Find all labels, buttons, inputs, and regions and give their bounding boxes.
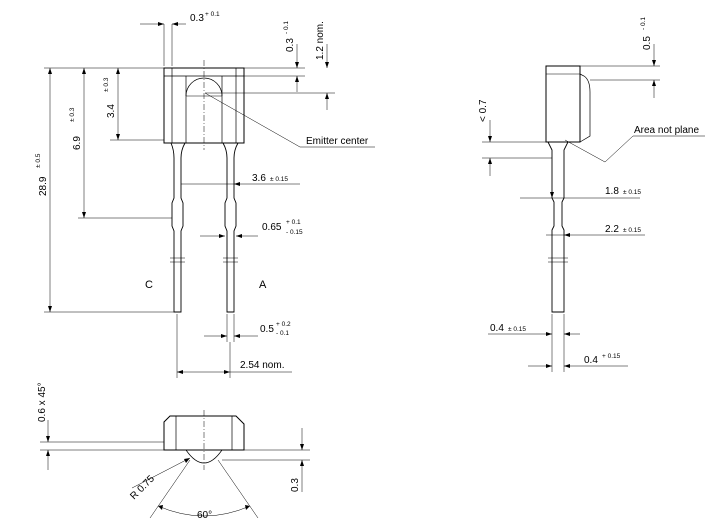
- top-view: 0.6 x 45° 0.3 R 0.75 60°: [37, 382, 310, 521]
- dim-body-height-tol: ± 0.3: [69, 107, 76, 122]
- side-view: 0.5 - 0.1 < 0.7 Area not plane 1.8 ± 0.1…: [478, 17, 705, 372]
- side-body: [545, 65, 581, 143]
- dim-step: < 0.7: [478, 99, 489, 122]
- dim-lead-width: 0.65: [262, 222, 282, 233]
- dim-top-width: 0.3: [190, 13, 204, 24]
- dim-shoulder-1: 1.8: [605, 186, 619, 197]
- dim-shoulder-2-tol: ± 0.15: [623, 227, 641, 234]
- dim-lens-depth-tol: - 0.1: [640, 17, 647, 30]
- dim-top-depth: 0.3: [285, 38, 296, 52]
- dim-lens-depth: 0.5: [642, 36, 653, 50]
- dim-lead-width-tol-lower: - 0.15: [286, 229, 303, 236]
- dim-lead-thickness-tol-lower: - 0.1: [276, 330, 289, 337]
- dim-lead-thickness-tol-upper: + 0.2: [276, 321, 291, 328]
- emitter-center-label: Emitter center: [306, 136, 369, 147]
- dim-chamfer: 0.6 x 45°: [37, 382, 48, 422]
- dim-lead-width-tol-upper: + 0.1: [286, 219, 301, 226]
- anode-label: A: [259, 279, 267, 291]
- dim-lens-protrusion: 0.3: [290, 478, 301, 492]
- dim-body-lead-span-tol: ± 0.15: [270, 176, 288, 183]
- dim-lead-left: 0.4: [490, 323, 504, 334]
- dim-shoulder-2: 2.2: [605, 224, 619, 235]
- area-not-plane-label: Area not plane: [634, 125, 699, 136]
- dim-total-height: 28.9: [38, 176, 49, 196]
- front-view: 0.3 + 0.1 0.3 - 0.1 1.2 nom. 28.9 ± 0.5 …: [35, 11, 375, 378]
- anode-lead: [222, 142, 239, 313]
- dim-lead-right: 0.4: [584, 355, 598, 366]
- dim-body-height: 6.9: [72, 136, 83, 150]
- cathode-lead: [170, 142, 186, 313]
- dim-angle: 60°: [197, 510, 212, 521]
- dim-total-height-tol: ± 0.5: [35, 153, 42, 168]
- dim-body-lead-span: 3.6: [252, 173, 266, 184]
- dim-shoulder-1-tol: ± 0.15: [623, 189, 641, 196]
- dim-emitter-height-tol: ± 0.3: [103, 77, 110, 92]
- dim-lead-right-tol: + 0.15: [602, 353, 621, 360]
- cathode-label: C: [145, 279, 153, 291]
- side-lead: [547, 141, 569, 313]
- dim-pitch: 2.54 nom.: [240, 360, 284, 371]
- dim-lead-left-tol: ± 0.15: [508, 326, 526, 333]
- dim-lead-thickness: 0.5: [260, 324, 274, 335]
- emitter-lens: [185, 77, 223, 97]
- dim-lens-nom: 1.2 nom.: [315, 21, 326, 60]
- dim-top-width-tol: + 0.1: [205, 11, 220, 18]
- dim-emitter-height: 3.4: [106, 104, 117, 118]
- dim-top-depth-tol: - 0.1: [283, 21, 290, 34]
